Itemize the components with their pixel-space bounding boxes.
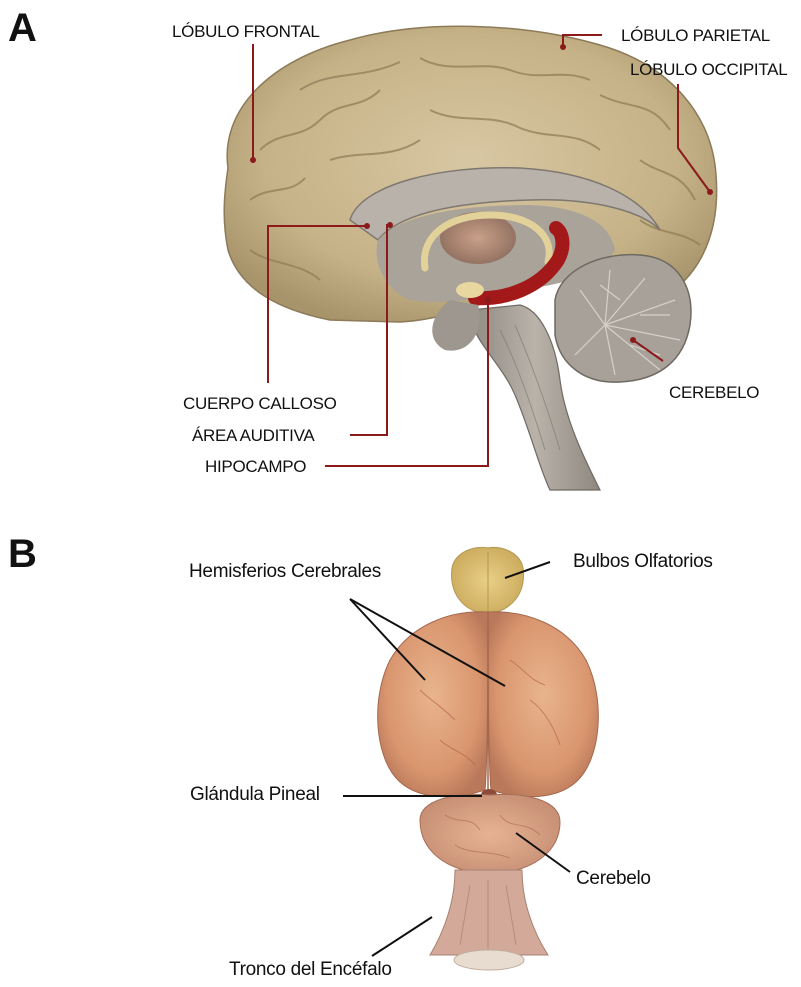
label-tronco: Tronco del Encéfalo [229, 959, 392, 981]
rodent-brainstem [430, 870, 548, 955]
label-cerebelo-b: Cerebelo [576, 868, 651, 890]
left-hemisphere [378, 612, 488, 797]
label-pineal: Glándula Pineal [190, 784, 320, 806]
label-bulbos: Bulbos Olfatorios [573, 551, 713, 573]
right-hemisphere [488, 612, 598, 797]
label-hemisferios: Hemisferios Cerebrales [189, 561, 381, 583]
